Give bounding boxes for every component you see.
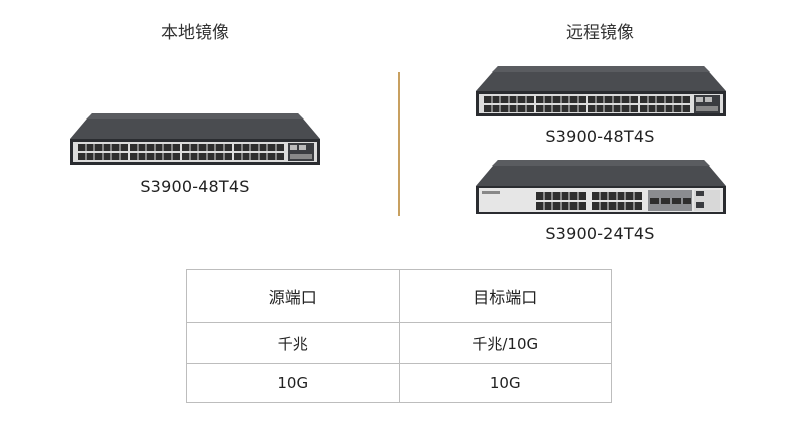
table-cell: 10G — [398, 363, 612, 403]
header-target-port: 目标端口 — [398, 269, 612, 323]
table-row: 10G 10G — [186, 363, 612, 403]
table-row: 千兆 千兆/10G — [186, 322, 612, 364]
local-mirror-heading: 本地镜像 — [161, 23, 229, 43]
remote-mirror-heading: 远程镜像 — [566, 23, 634, 43]
local-switch-image — [70, 113, 320, 167]
table-cell: 10G — [186, 363, 400, 403]
table-header-row: 源端口 目标端口 — [186, 269, 612, 323]
mirror-port-table: 源端口 目标端口 千兆 千兆/10G 10G 10G — [186, 269, 612, 403]
table-cell: 千兆/10G — [398, 322, 612, 364]
remote-switch-1-model: S3900-48T4S — [545, 127, 655, 146]
table-cell: 千兆 — [186, 322, 400, 364]
local-switch-model: S3900-48T4S — [140, 177, 250, 196]
header-source-port: 源端口 — [186, 269, 400, 323]
remote-switch-2-model: S3900-24T4S — [545, 224, 655, 243]
remote-switch-2-image — [476, 160, 726, 216]
section-divider — [398, 72, 400, 216]
remote-switch-1-image — [476, 66, 726, 118]
